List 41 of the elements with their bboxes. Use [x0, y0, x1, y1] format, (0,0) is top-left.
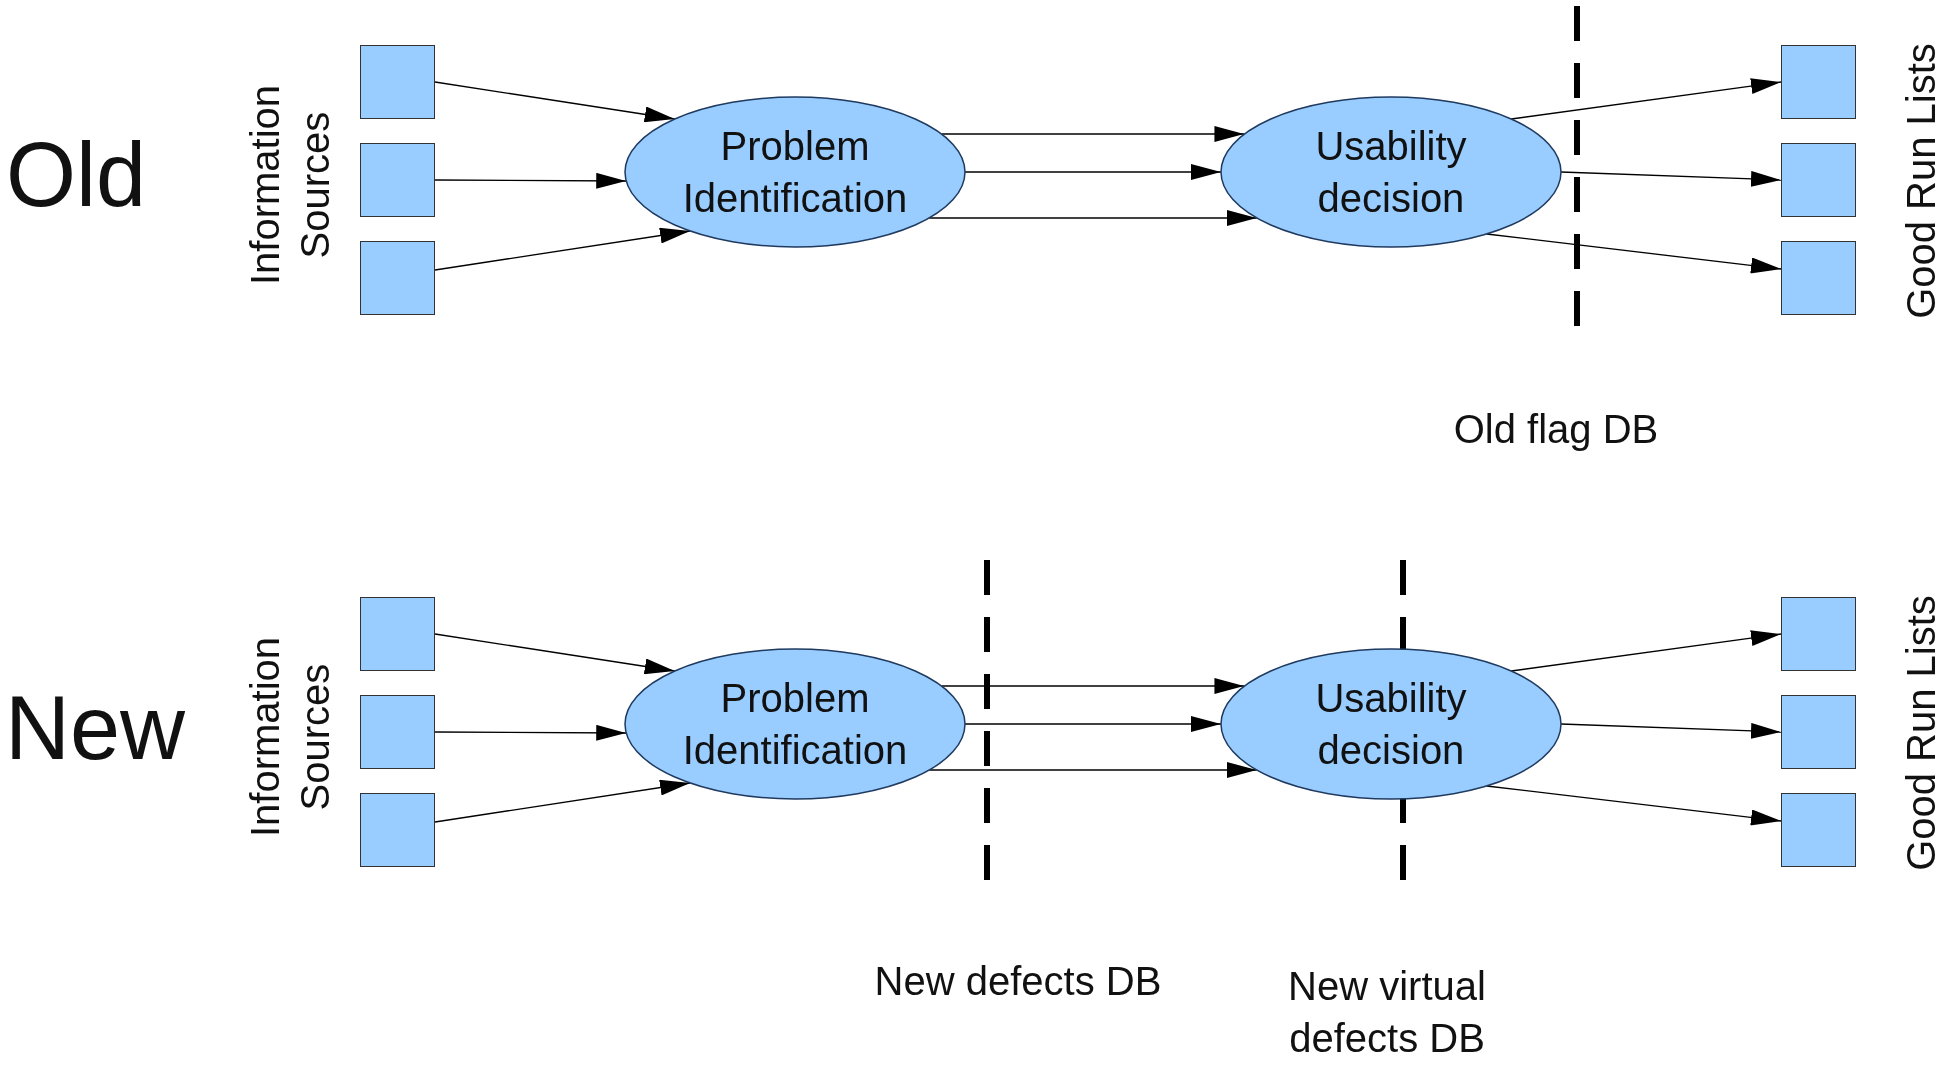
arrow	[434, 172, 627, 189]
axis-label: Information Sources	[242, 83, 338, 288]
source-square	[1781, 597, 1856, 671]
database-label: Old flag DB	[1453, 406, 1659, 453]
node-label: Problem Identification	[681, 675, 909, 774]
arrow	[434, 81, 676, 123]
process-ellipse	[625, 97, 965, 247]
process-ellipse	[1221, 97, 1561, 247]
arrow	[1510, 630, 1782, 672]
row-heading: New	[5, 676, 185, 780]
arrow	[928, 210, 1258, 226]
source-square	[360, 695, 435, 769]
source-square	[1781, 143, 1856, 217]
source-square	[1781, 793, 1856, 867]
node-label: Usability decision	[1314, 675, 1468, 774]
arrow	[1486, 233, 1782, 274]
process-ellipse	[1221, 649, 1561, 799]
source-square	[360, 793, 435, 867]
source-square	[1781, 241, 1856, 315]
arrow	[434, 779, 691, 823]
arrow	[928, 762, 1258, 778]
process-ellipse	[625, 649, 965, 799]
source-square	[360, 597, 435, 671]
source-square	[1781, 695, 1856, 769]
arrow	[434, 227, 691, 271]
node-label: Usability decision	[1314, 123, 1468, 222]
axis-label: Good Run Lists	[1898, 43, 1944, 319]
source-square	[1781, 45, 1856, 119]
axis-label: Good Run Lists	[1898, 595, 1944, 871]
arrow	[1486, 785, 1782, 826]
arrow	[434, 724, 627, 741]
database-label: New defects DB	[874, 958, 1162, 1005]
source-square	[360, 143, 435, 217]
node-label: Problem Identification	[681, 123, 909, 222]
source-square	[360, 45, 435, 119]
row-heading: Old	[5, 123, 147, 227]
axis-label: Information Sources	[242, 635, 338, 840]
database-label: New virtual defects DB	[1287, 963, 1487, 1062]
arrow	[1510, 78, 1782, 120]
arrow	[434, 633, 676, 675]
source-square	[360, 241, 435, 315]
